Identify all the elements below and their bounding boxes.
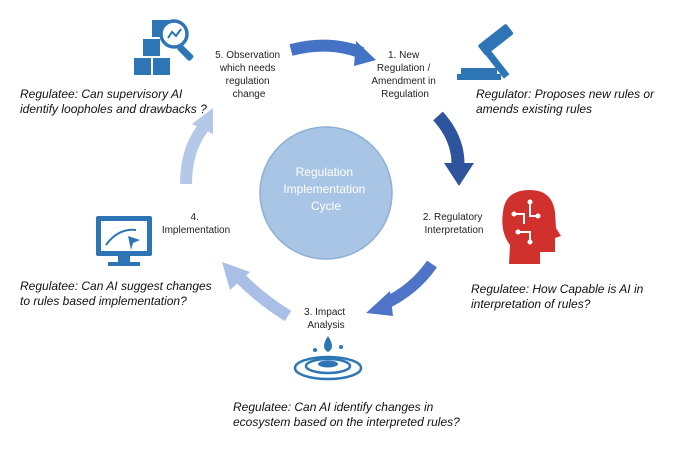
- note-interpretation: Regulatee: How Capable is AI in interpre…: [471, 282, 647, 311]
- cycle-arrow-upper-left: [180, 108, 213, 185]
- gavel-icon: [457, 24, 514, 80]
- note-impact: Regulatee: Can AI identify changes in ec…: [233, 400, 460, 429]
- note-regulator: Regulator: Proposes new rules or amends …: [476, 87, 657, 116]
- note-implementation: Regulatee: Can AI suggest changes to rul…: [20, 279, 215, 308]
- water-drop-icon: [293, 336, 363, 381]
- cycle-arrow-left: [222, 262, 292, 322]
- monitor-cursor-icon: [96, 216, 152, 266]
- cycle-arrow-right: [433, 111, 474, 186]
- step-3-label: 3. Impact Analysis: [304, 307, 348, 331]
- center-label: Regulation Implementation Cycle: [283, 165, 368, 213]
- cycle-arrow-bottom: [366, 260, 437, 316]
- center-circle: [259, 126, 393, 260]
- step-4-label: 4. Implementation: [162, 212, 230, 236]
- brain-circuit-icon: [502, 190, 561, 264]
- cycle-arrow-top: [289, 39, 376, 66]
- step-2-label: 2. Regulatory Interpretation: [423, 212, 485, 236]
- step-1-label: 1. New Regulation / Amendment in Regulat…: [371, 50, 438, 100]
- note-observation: Regulatee: Can supervisory AI identify l…: [20, 87, 207, 116]
- boxes-magnifier-icon: [134, 19, 194, 75]
- step-5-label: 5. Observation which needs regulation ch…: [215, 50, 283, 100]
